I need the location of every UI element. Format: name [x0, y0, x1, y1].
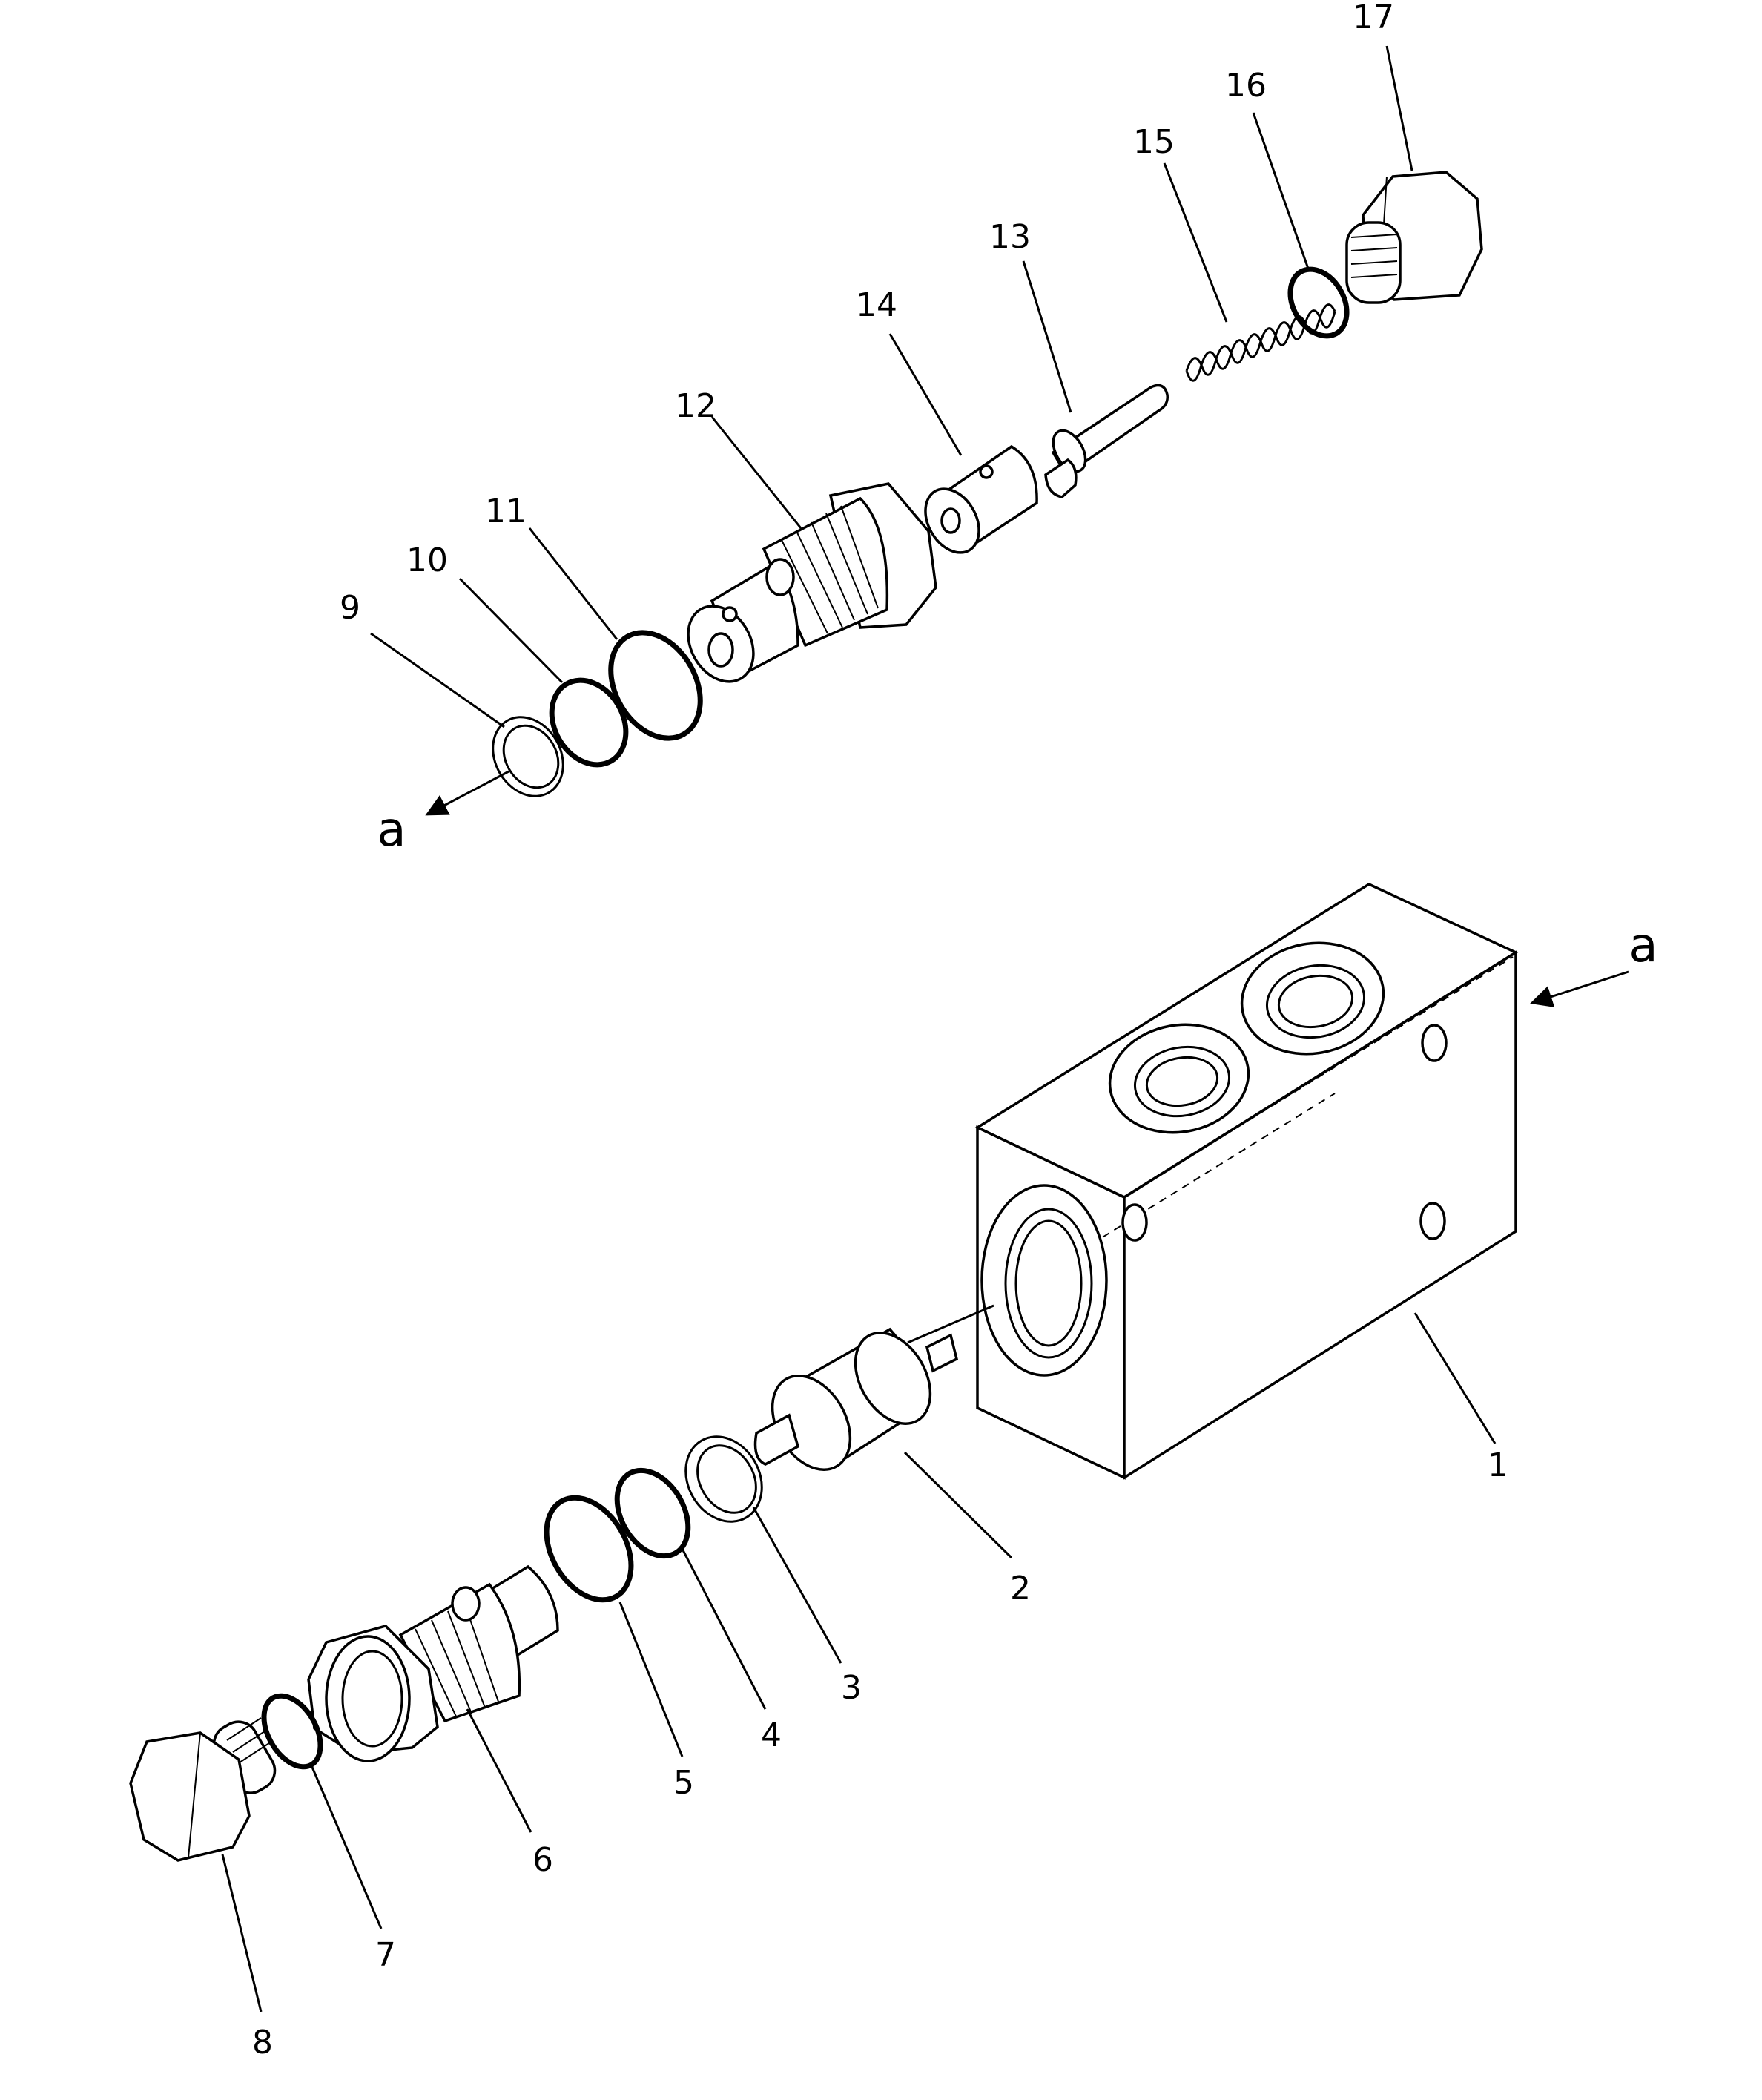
- part-10-o-ring: [549, 677, 629, 768]
- part-9-backup-ring: [492, 716, 564, 797]
- view-arrow-top: [425, 770, 509, 816]
- part-6-cartridge: [307, 1564, 559, 1762]
- label-8: 8: [252, 2024, 273, 2061]
- label-4: 4: [761, 1716, 782, 1754]
- view-arrow-right: [1530, 970, 1629, 1007]
- label-5: 5: [673, 1764, 694, 1802]
- label-13: 13: [989, 218, 1031, 256]
- part-7-o-ring: [261, 1693, 323, 1770]
- label-6: 6: [532, 1841, 553, 1879]
- part-14-poppet: [924, 444, 1038, 554]
- label-2: 2: [1010, 1570, 1031, 1607]
- part-12-cartridge: [687, 482, 937, 683]
- part-8-plug: [129, 1717, 277, 1862]
- part-1-valve-body: [974, 883, 1519, 1481]
- label-3: 3: [841, 1669, 862, 1707]
- label-15: 15: [1133, 123, 1175, 161]
- part-5-o-ring: [544, 1495, 634, 1603]
- part-4-o-ring: [614, 1467, 691, 1559]
- part-3-backup-ring: [684, 1435, 763, 1523]
- label-14: 14: [856, 286, 897, 324]
- view-label-right: a: [1629, 918, 1657, 973]
- label-16: 16: [1225, 67, 1267, 105]
- label-11: 11: [485, 493, 527, 530]
- leader-lines-top: [370, 45, 1413, 728]
- part-13-pin: [1044, 384, 1169, 498]
- callout-labels: 17 16 15 13 14 12 11 10 9 1 2 3 4 5 6 7 …: [252, 0, 1658, 2061]
- part-16-o-ring: [1287, 266, 1350, 339]
- label-17: 17: [1353, 0, 1394, 36]
- label-7: 7: [375, 1936, 396, 1974]
- label-12: 12: [675, 387, 716, 425]
- leader-lines-bottom: [221, 1304, 1497, 2012]
- label-10: 10: [406, 542, 448, 579]
- view-label-top: a: [377, 803, 406, 858]
- label-1: 1: [1488, 1446, 1508, 1484]
- part-2-shuttle: [753, 1327, 959, 1471]
- label-9: 9: [340, 589, 360, 627]
- part-15-spring: [1185, 303, 1336, 382]
- part-17-plug: [1345, 171, 1483, 304]
